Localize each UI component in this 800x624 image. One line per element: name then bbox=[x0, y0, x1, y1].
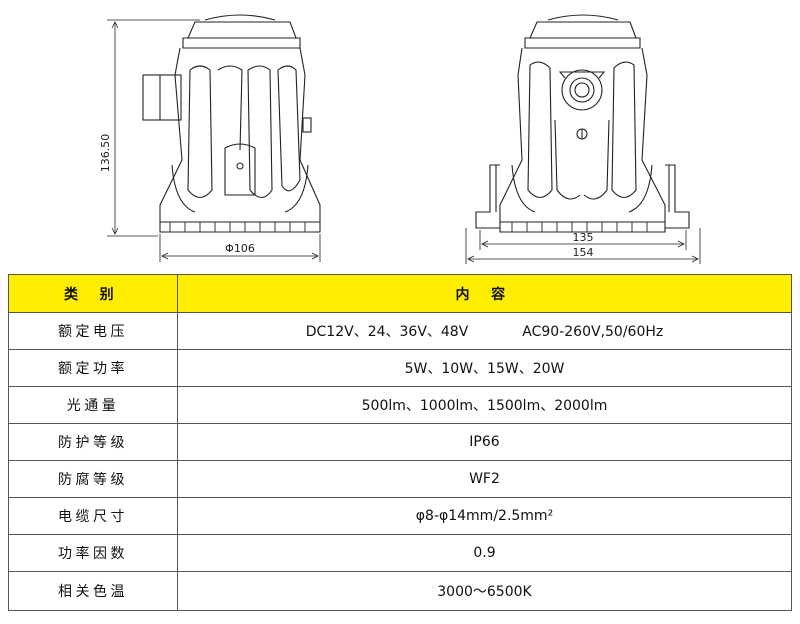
table-row: 防护等级 IP66 bbox=[8, 423, 792, 461]
table-header-row: 类 别 内 容 bbox=[8, 274, 792, 313]
row-value: 5W、10W、15W、20W bbox=[177, 349, 792, 387]
table-row: 相关色温 3000～6500K bbox=[8, 571, 792, 611]
row-value: DC12V、24、36V、48V AC90-260V,50/60Hz bbox=[177, 312, 792, 350]
row-value: 500lm、1000lm、1500lm、2000lm bbox=[177, 386, 792, 424]
inner-width-dimension-label: 135 bbox=[573, 231, 594, 244]
technical-drawing: 136.50 Φ106 bbox=[99, 14, 701, 264]
row-value: φ8-φ14mm/2.5mm² bbox=[177, 497, 792, 535]
table-row: 电缆尺寸 φ8-φ14mm/2.5mm² bbox=[8, 497, 792, 535]
table-row: 额定电压 DC12V、24、36V、48V AC90-260V,50/60Hz bbox=[8, 312, 792, 350]
header-category: 类 别 bbox=[8, 274, 178, 313]
table-row: 光通量 500lm、1000lm、1500lm、2000lm bbox=[8, 386, 792, 424]
diameter-dimension-label: Φ106 bbox=[225, 242, 255, 255]
row-value: 3000～6500K bbox=[177, 571, 792, 611]
front-view bbox=[465, 14, 701, 264]
row-category: 防护等级 bbox=[8, 423, 178, 461]
row-value-dc: DC12V、24、36V、48V bbox=[305, 324, 469, 340]
row-category: 额定功率 bbox=[8, 349, 178, 387]
row-category: 相关色温 bbox=[8, 571, 178, 611]
row-category: 光通量 bbox=[8, 386, 178, 424]
row-category: 防腐等级 bbox=[8, 460, 178, 498]
row-value: 0.9 bbox=[177, 534, 792, 572]
row-value: IP66 bbox=[177, 423, 792, 461]
table-row: 额定功率 5W、10W、15W、20W bbox=[8, 349, 792, 387]
row-category: 电缆尺寸 bbox=[8, 497, 178, 535]
row-value: WF2 bbox=[177, 460, 792, 498]
row-category: 功率因数 bbox=[8, 534, 178, 572]
outer-width-dimension-label: 154 bbox=[573, 246, 594, 259]
spec-table: 类 别 内 容 额定电压 DC12V、24、36V、48V AC90-260V,5… bbox=[8, 274, 792, 611]
table-row: 功率因数 0.9 bbox=[8, 534, 792, 572]
header-content: 内 容 bbox=[177, 274, 792, 313]
height-dimension-label: 136.50 bbox=[99, 134, 112, 173]
table-row: 防腐等级 WF2 bbox=[8, 460, 792, 498]
row-value-ac: AC90-260V,50/60Hz bbox=[522, 324, 664, 340]
side-view bbox=[107, 14, 321, 262]
row-category: 额定电压 bbox=[8, 312, 178, 350]
